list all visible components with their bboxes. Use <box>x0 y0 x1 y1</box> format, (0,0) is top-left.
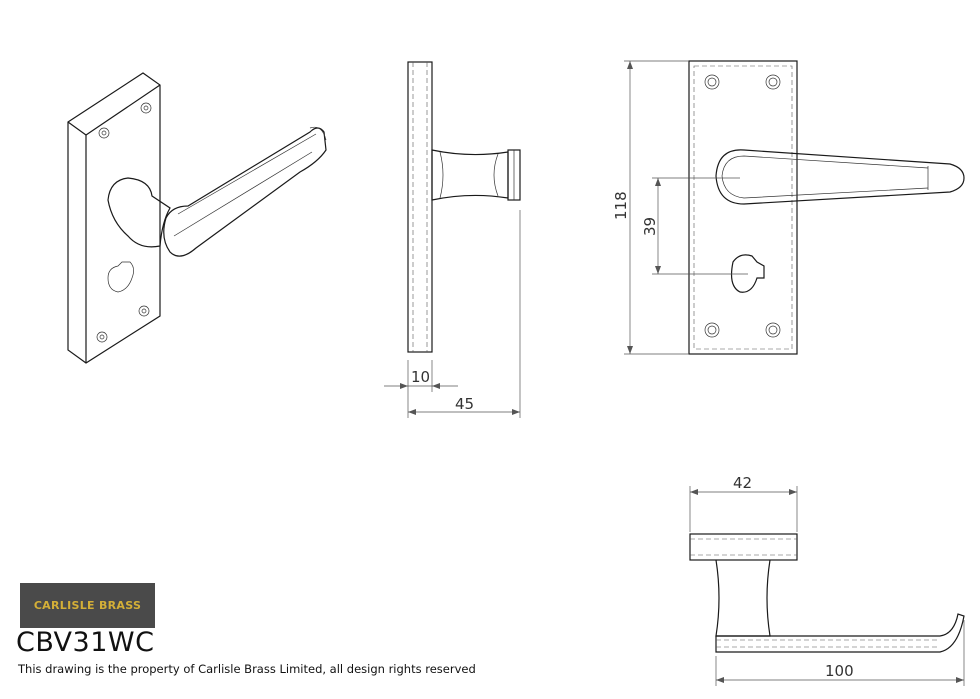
dim-height: 118 <box>612 191 630 220</box>
dim-centres: 39 <box>641 217 659 236</box>
dim-rose-width: 42 <box>733 474 752 492</box>
dim-lever-length: 100 <box>825 662 854 680</box>
brand-logo: CARLISLE BRASS <box>20 583 155 628</box>
dim-projection: 45 <box>455 395 474 413</box>
isometric-view <box>67 72 327 364</box>
front-view <box>624 60 965 355</box>
top-view <box>689 486 965 686</box>
side-view <box>384 61 521 418</box>
copyright-notice: This drawing is the property of Carlisle… <box>18 662 476 676</box>
dim-plate-thickness: 10 <box>411 368 430 386</box>
product-code: CBV31WC <box>16 627 155 658</box>
